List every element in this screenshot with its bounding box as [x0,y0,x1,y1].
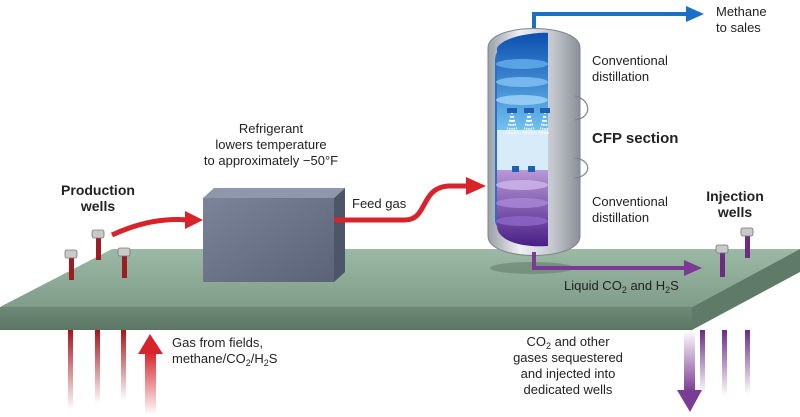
gas-from-fields-label: Gas from fields, methane/CO2/H2S [172,335,278,368]
conventional-distillation-bottom-label: Conventional distillation [592,194,668,225]
cfp-section-chamber [497,130,548,170]
gas-from-fields-arrow [138,334,163,415]
injection-wells-label: Injection wells [706,188,764,220]
co2-sequestered-label: CO2 and other gases sequestered and inje… [513,334,623,397]
cfp-spray-nozzles [505,108,550,135]
distillation-vessel [487,28,589,256]
methane-to-sales-label: Methane to sales [716,4,767,35]
cfp-section-label: CFP section [592,130,679,147]
production-to-box-arrow [110,211,203,238]
injection-well-pipes [700,330,750,396]
production-well-pipes [68,330,126,410]
liquid-co2-h2s-label: Liquid CO2 and H2S [564,278,679,295]
feed-gas-arrow [334,177,486,223]
methane-outlet-arrow [532,6,704,28]
injection-wellheads [715,227,754,277]
conventional-distillation-top-label: Conventional distillation [592,53,668,84]
co2-down-arrow [677,330,702,412]
liquid-co2-arrow [532,252,702,276]
refrigeration-box [203,188,345,282]
production-wellheads [64,229,131,280]
feed-gas-label: Feed gas [352,196,407,211]
production-wells-label: Production wells [61,182,135,214]
ground-slab [0,249,800,330]
refrigerant-label: Refrigerant lowers temperature to approx… [203,121,339,168]
